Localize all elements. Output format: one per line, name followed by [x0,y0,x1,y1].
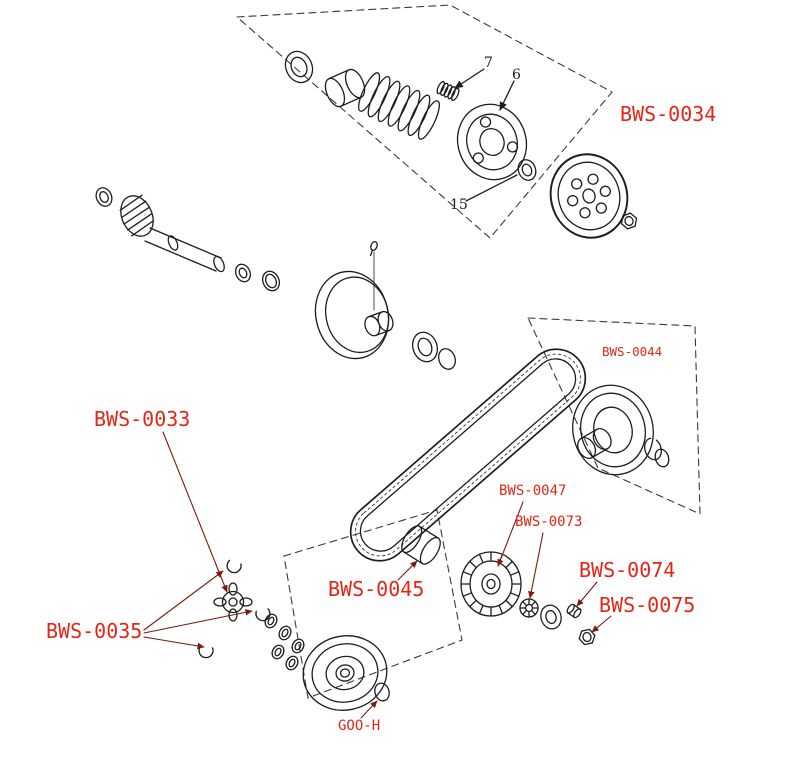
lock-washer-15 [517,159,537,181]
callout-number-7: 7 [484,55,493,71]
sheave-disc [314,270,390,360]
spring-seat-washer [540,604,562,630]
callout-number-15: 15 [450,197,468,213]
o-ring-small [654,448,670,468]
spacer-roller [401,525,441,565]
label-bws-0035: BWS-0035 [46,619,143,643]
weight-roller [264,613,278,629]
hex-nut [578,628,596,646]
slider-spider [213,582,253,622]
sheave-hub-stub [577,428,612,459]
shaft-nut [620,212,638,230]
small-spring [436,80,460,102]
label-bws-0073: BWS-0073 [515,514,583,530]
helical-gear [119,194,155,237]
label-goo-h: GOO-H [338,718,381,734]
drive-gear-shaft [95,187,281,292]
label-bws-0045: BWS-0045 [328,577,425,601]
small-fasteners [519,598,596,646]
label-bws-0074: BWS-0074 [579,558,676,582]
weight-roller [285,655,299,671]
variator-parts [198,559,305,671]
shaft-circlip [261,270,281,292]
shaft-washer [234,263,252,283]
label-bws-0047: BWS-0047 [499,483,567,499]
slider-piece-2 [255,608,271,622]
bearing [411,331,439,363]
weight-roller [271,644,285,660]
label-bws-0034: BWS-0034 [620,102,717,126]
primary-sheave [314,240,456,370]
pivot-bolt [369,240,378,257]
seal-ring [284,50,314,84]
label-bws-0075: BWS-0075 [599,593,696,617]
dashed-boundary-bottom-left [283,509,463,699]
circlip [644,437,662,461]
dashed-boundary-right [527,317,701,515]
label-bws-0033: BWS-0033 [94,407,191,431]
secondary-sheave [572,384,670,476]
label-bws-0044: BWS-0044 [602,344,663,359]
weight-roller [291,638,305,654]
red-leader-lines [143,431,612,719]
drive-face-pulley [302,635,390,711]
shaft-ring [95,187,113,207]
star-washer [519,598,539,618]
weight-roller [278,625,292,641]
slider-piece-1 [226,559,242,574]
fan-wheel [460,551,522,617]
dashed-boundary-top [235,4,613,239]
gear-shaft [144,227,225,273]
sheave-hub [364,310,394,337]
callout-number-6: 6 [512,67,521,83]
pin [566,603,582,619]
collar-bushing [324,68,366,108]
clutch-bell [549,153,629,239]
bearing-ring [438,348,456,370]
compression-spring [358,72,440,140]
clutch-shoe-assembly [456,103,528,181]
black-callout-lines [454,68,518,202]
slider-piece-3 [198,645,214,659]
clutch-assembly [284,50,638,239]
goo-h-oring [374,682,390,702]
drive-belt [349,348,587,562]
